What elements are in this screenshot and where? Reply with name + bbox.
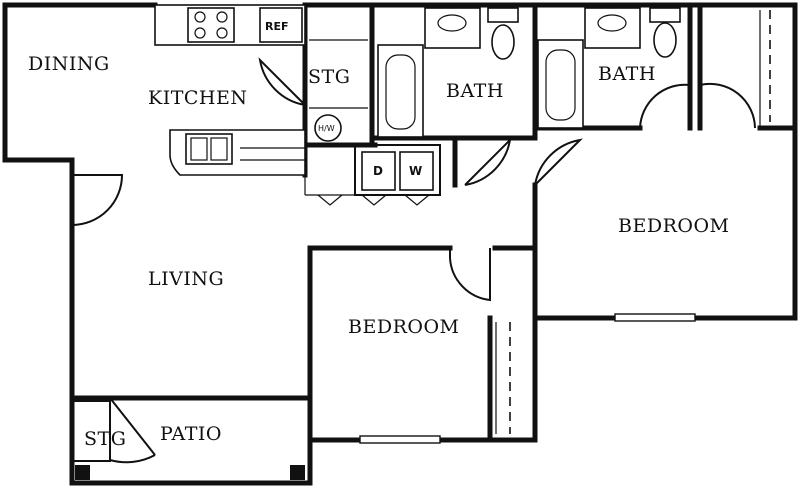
appliance-labels: REF H/W D W [265,20,422,178]
label-bath-2: BATH [598,63,656,85]
label-bedroom-2: BEDROOM [348,316,459,338]
label-refrigerator: REF [265,20,289,33]
label-bath-1: BATH [446,80,504,102]
closets [495,10,771,434]
label-storage-patio: STG [84,428,126,450]
label-storage-kitchen: STG [308,66,350,88]
label-dining: DINING [28,53,110,75]
label-living: LIVING [148,268,224,290]
kitchen-fixtures [154,4,368,176]
label-patio: PATIO [160,423,222,445]
label-washer: W [409,164,422,178]
bath-fixtures [377,7,681,138]
label-kitchen: KITCHEN [148,87,247,109]
room-labels: DINING KITCHEN STG BATH BATH BEDROOM BED… [28,53,729,450]
patio-posts [71,400,305,480]
laundry-area [304,144,441,206]
label-bedroom-1: BEDROOM [618,215,729,237]
label-dryer: D [373,164,383,178]
windows [359,313,696,444]
label-water-heater: H/W [318,124,335,133]
